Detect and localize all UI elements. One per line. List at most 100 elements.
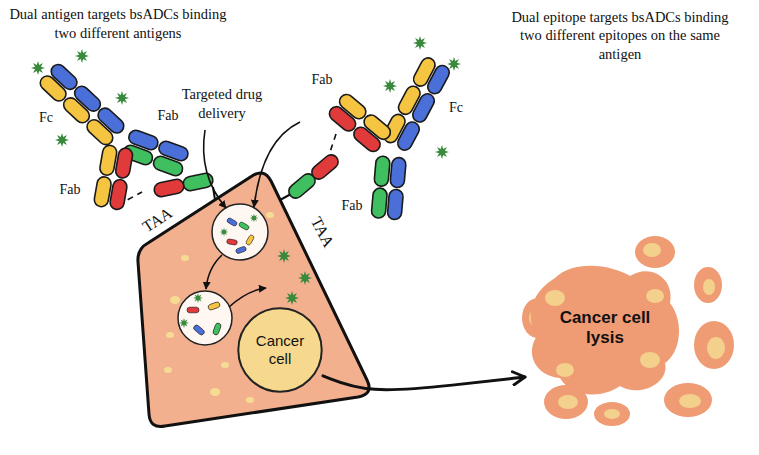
bispecific-adc — [327, 104, 359, 134]
endosome — [212, 204, 268, 260]
lysed-cell-body — [531, 266, 679, 395]
endosome — [220, 228, 228, 236]
fab-label: Fab — [60, 181, 81, 199]
panel-heading: Dual antigen targets bsADCs binding two … — [7, 5, 229, 43]
lysosome — [178, 291, 232, 345]
bispecific-adc — [390, 157, 407, 188]
lysis-fragment — [643, 243, 661, 257]
lysed-cell-spot — [545, 290, 565, 306]
bispecific-adc — [435, 145, 449, 159]
cytoplasm-granule — [210, 388, 220, 396]
cytoplasm-granule — [246, 397, 254, 403]
node-text-group: Cancer cell lysis — [550, 308, 660, 349]
fab-label: Fab — [158, 107, 179, 125]
bispecific-adc — [371, 188, 388, 219]
cytoplasm-granule — [164, 367, 172, 373]
binding-leader — [330, 134, 336, 152]
fc-label: Fc — [39, 109, 53, 127]
endosome — [235, 246, 247, 254]
lysis-fragment — [522, 236, 734, 426]
endosome — [250, 214, 258, 222]
lysosome — [212, 322, 221, 335]
bispecific-adc — [152, 154, 185, 177]
lysis-fragment — [558, 395, 578, 409]
process-label: Targeted drug delivery — [170, 85, 275, 123]
payload-star — [277, 249, 312, 305]
bispecific-adc — [115, 91, 129, 105]
bispecific-adc — [55, 133, 69, 147]
lysed-cell-spot — [640, 352, 660, 368]
nucleus-circle — [238, 308, 321, 391]
bispecific-adc — [37, 73, 68, 104]
process-arrow — [204, 130, 226, 208]
lysosome — [207, 301, 220, 310]
process-arrow — [323, 376, 525, 390]
process-arrow — [204, 122, 300, 307]
lysis-fragment — [694, 321, 734, 369]
process-arrow — [206, 255, 222, 289]
cancer-cell-membrane — [138, 173, 369, 427]
tumor-antigen — [280, 152, 341, 201]
lysis-fragment — [604, 409, 620, 419]
endosome — [226, 239, 237, 246]
node-text-group: Cancer cell — [249, 332, 311, 368]
tumor-antigen — [153, 178, 185, 198]
bispecific-adc — [351, 124, 383, 154]
lysosome — [187, 307, 199, 313]
fab-label: Fab — [342, 197, 363, 215]
endosome — [245, 234, 254, 246]
lysis-fragment — [703, 279, 715, 295]
bispecific-adc — [31, 61, 45, 75]
lysis-fragment — [594, 402, 630, 426]
lysis-fragment — [679, 394, 701, 408]
bispecific-adc — [109, 179, 128, 211]
panel-heading: Dual epitope targets bsADCs binding two … — [506, 8, 734, 65]
lysosome — [193, 293, 203, 303]
bispecific-adc — [327, 36, 461, 220]
bispecific-adc — [447, 57, 461, 71]
bispecific-adc — [396, 84, 422, 117]
lysosome — [193, 324, 206, 336]
bispecific-adc — [61, 95, 92, 126]
cytoplasm-granule — [266, 212, 274, 218]
bispecific-adc — [374, 156, 391, 187]
process-arrow — [254, 122, 300, 207]
lysed-cell-spot — [556, 363, 574, 377]
lysis-fragment — [707, 337, 725, 359]
bispecific-adc — [84, 117, 115, 148]
endosome — [212, 204, 268, 260]
payload-star — [298, 271, 312, 285]
lysed-cell-spot — [646, 289, 664, 303]
cytoplasm-granule — [221, 362, 229, 368]
bispecific-adc — [413, 36, 427, 50]
fab-label: Fab — [312, 71, 333, 89]
bispecific-adc — [383, 79, 397, 93]
tumor-antigen — [153, 172, 215, 200]
fc-label: Fc — [449, 99, 463, 117]
tumor-antigen — [309, 152, 341, 182]
lysed-cell: Cancer cell lysis — [525, 258, 685, 398]
process-arrow — [229, 288, 266, 307]
lysis-fragment — [635, 236, 675, 268]
payload-star — [277, 249, 291, 263]
bispecific-adc — [115, 147, 134, 179]
node-text: Cancer cell — [249, 332, 311, 368]
bispecific-adc — [75, 49, 89, 63]
bispecific-adc — [411, 55, 437, 88]
lysosome — [178, 291, 232, 345]
antigen-label: TAA — [305, 213, 338, 251]
payload-star — [285, 291, 299, 305]
lysis-fragment — [664, 383, 712, 417]
endosome — [238, 221, 250, 230]
bispecific-adc — [387, 189, 404, 220]
cytoplasm-granule — [181, 255, 189, 261]
cytoplasm-granule — [166, 332, 174, 338]
lysis-fragment — [694, 267, 722, 303]
endosome — [226, 217, 238, 226]
bispecific-adc — [31, 49, 190, 211]
cytoplasm-granule — [170, 296, 180, 304]
node-text: Cancer cell lysis — [550, 308, 660, 349]
cell-nucleus: Cancer cell — [237, 307, 323, 393]
lysosome — [179, 318, 189, 328]
